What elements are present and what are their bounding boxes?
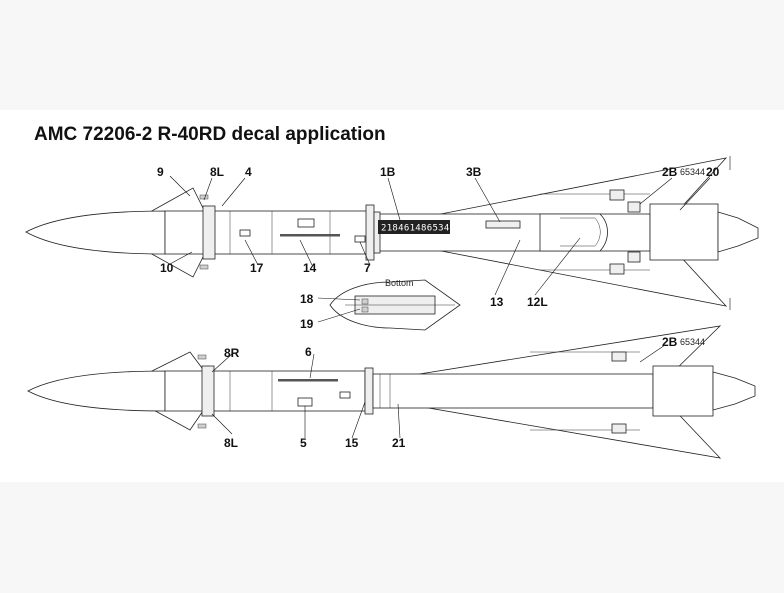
serial-number: 2184614865344	[381, 224, 455, 234]
bottom-detail-view: Bottom	[317, 278, 461, 331]
number-65344-bottom: 65344	[680, 337, 705, 347]
callout-7: 7	[364, 261, 371, 275]
top-forward-body	[164, 210, 371, 255]
top-tail-section	[649, 203, 719, 261]
callout-9: 9	[157, 165, 164, 179]
top-band-4	[202, 205, 216, 260]
callout-14: 14	[303, 261, 317, 275]
callout-labels: 9 8L 4 1B 3B 2B 65344 20 10 17 14 7 13 1…	[157, 165, 720, 450]
callout-20: 20	[706, 165, 720, 179]
callout-8R: 8R	[224, 346, 240, 360]
callout-8L-bottom: 8L	[224, 436, 238, 450]
leader-lines	[169, 175, 711, 439]
page-title: AMC 72206-2 R-40RD decal application	[34, 124, 386, 145]
callout-13: 13	[490, 295, 504, 309]
callout-3B: 3B	[466, 165, 482, 179]
callout-12L: 12L	[527, 295, 548, 309]
serial-panel-1B	[378, 220, 450, 234]
callout-2B-bottom: 2B	[662, 335, 678, 349]
number-65344-top: 65344	[680, 167, 705, 177]
callout-17: 17	[250, 261, 264, 275]
callout-8L-top: 8L	[210, 165, 224, 179]
callout-4: 4	[245, 165, 252, 179]
top-upper-canard	[148, 187, 206, 213]
callout-15: 15	[345, 436, 359, 450]
callout-19: 19	[300, 317, 314, 331]
callout-21: 21	[392, 436, 406, 450]
top-nose-cone	[25, 210, 166, 255]
callout-2B-top: 2B	[662, 165, 678, 179]
callout-5: 5	[300, 436, 307, 450]
callout-6: 6	[305, 345, 312, 359]
callout-18: 18	[300, 292, 314, 306]
callout-1B: 1B	[380, 165, 396, 179]
bottom-label: Bottom	[385, 278, 414, 288]
callout-10: 10	[160, 261, 174, 275]
bottom-missile-view	[27, 325, 756, 459]
top-missile-view: 2184614865344	[25, 156, 759, 310]
top-lower-canard	[148, 252, 206, 278]
